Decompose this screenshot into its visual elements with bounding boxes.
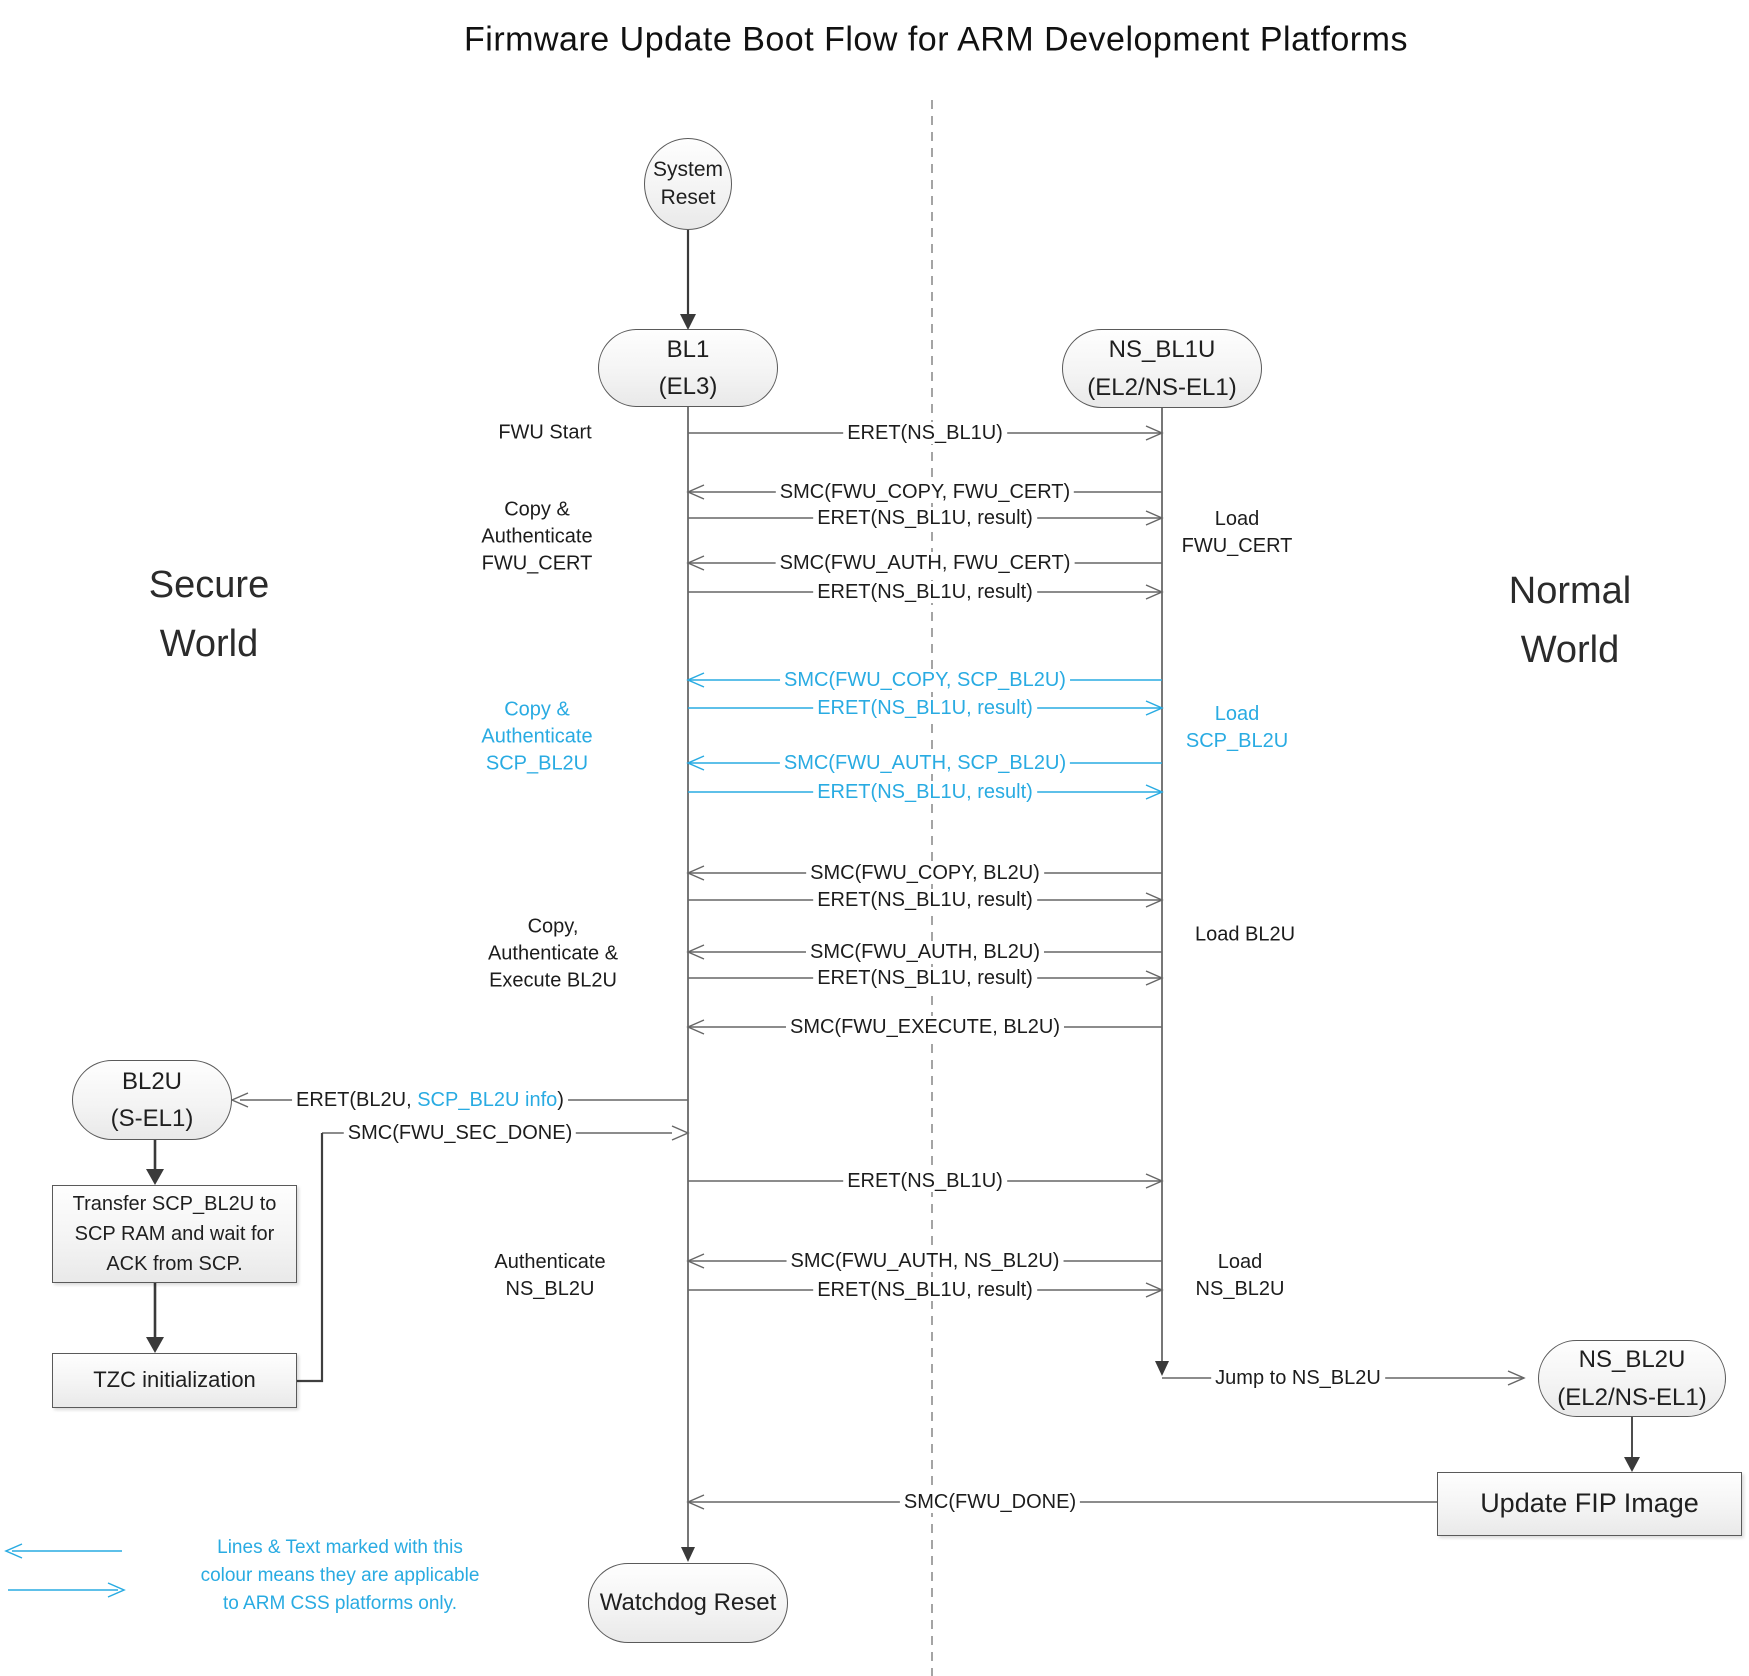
node-ns-bl2u-label: NS_BL2U (EL2/NS-EL1) bbox=[1557, 1346, 1707, 1411]
node-update-fip-image: Update FIP Image bbox=[1437, 1472, 1742, 1536]
note-authenticate-ns-bl2u: Authenticate NS_BL2U bbox=[494, 1251, 606, 1300]
message-eret-result-5: ERET(NS_BL1U, result) bbox=[813, 889, 1037, 911]
legend-css-platforms-note: Lines & Text marked with this colour mea… bbox=[200, 1537, 480, 1614]
message-smc-fwu-auth-scp-bl2u: SMC(FWU_AUTH, SCP_BL2U) bbox=[779, 752, 1071, 774]
node-bl1-label: BL1 (EL3) bbox=[658, 335, 718, 400]
message-jump-to-ns-bl2u: Jump to NS_BL2U bbox=[1211, 1367, 1385, 1389]
message-smc-fwu-execute-bl2u: SMC(FWU_EXECUTE, BL2U) bbox=[785, 1016, 1065, 1038]
message-eret-result-2: ERET(NS_BL1U, result) bbox=[813, 581, 1037, 603]
arrowhead-to-tzc bbox=[146, 1337, 164, 1353]
message-eret-result-6: ERET(NS_BL1U, result) bbox=[813, 967, 1037, 989]
note-fwu-start: FWU Start bbox=[498, 421, 592, 444]
message-smc-fwu-auth-bl2u: SMC(FWU_AUTH, BL2U) bbox=[805, 941, 1045, 963]
node-watchdog-label: Watchdog Reset bbox=[599, 1589, 777, 1617]
connector-tzc-to-sec-done bbox=[297, 1133, 324, 1383]
message-eret-bl2u-pre: ERET(BL2U, bbox=[296, 1089, 418, 1111]
normal-world-label: Normal World bbox=[1508, 570, 1632, 671]
node-bl2u-label: BL2U (S-EL1) bbox=[110, 1067, 194, 1132]
arrowhead-to-fip bbox=[1624, 1457, 1640, 1472]
arrowhead-system-reset bbox=[680, 314, 696, 330]
arrowhead-to-transfer bbox=[146, 1169, 164, 1185]
message-smc-fwu-done: SMC(FWU_DONE) bbox=[899, 1491, 1081, 1513]
node-bl2u: BL2U (S-EL1) bbox=[72, 1060, 232, 1140]
node-system-reset-label: System Reset bbox=[652, 157, 723, 209]
secure-world-label: Secure World bbox=[148, 564, 270, 665]
arrowhead-to-watchdog bbox=[681, 1547, 695, 1562]
page-title: Firmware Update Boot Flow for ARM Develo… bbox=[464, 20, 1408, 59]
node-transfer-scp-label: Transfer SCP_BL2U to SCP RAM and wait fo… bbox=[72, 1193, 277, 1275]
message-smc-fwu-copy-bl2u: SMC(FWU_COPY, BL2U) bbox=[806, 862, 1044, 884]
message-eret-ns-bl1u-1: ERET(NS_BL1U) bbox=[843, 422, 1007, 444]
legend-blue-arrows bbox=[4, 1543, 126, 1598]
node-tzc-label: TZC initialization bbox=[93, 1367, 256, 1393]
node-tzc-initialization: TZC initialization bbox=[52, 1353, 297, 1408]
node-transfer-scp-bl2u: Transfer SCP_BL2U to SCP RAM and wait fo… bbox=[52, 1185, 297, 1283]
message-eret-result-4: ERET(NS_BL1U, result) bbox=[813, 781, 1037, 803]
message-smc-fwu-auth-ns-bl2u: SMC(FWU_AUTH, NS_BL2U) bbox=[786, 1250, 1064, 1272]
message-eret-result-7: ERET(NS_BL1U, result) bbox=[813, 1279, 1037, 1301]
message-smc-fwu-sec-done: SMC(FWU_SEC_DONE) bbox=[343, 1122, 577, 1144]
node-watchdog-reset: Watchdog Reset bbox=[588, 1563, 788, 1643]
node-update-fip-label: Update FIP Image bbox=[1480, 1488, 1699, 1519]
message-eret-bl2u-post: ) bbox=[557, 1089, 564, 1111]
note-copy-auth-fwu-cert: Copy & Authenticate FWU_CERT bbox=[481, 498, 593, 575]
message-eret-result-3: ERET(NS_BL1U, result) bbox=[813, 697, 1037, 719]
note-copy-auth-scp-bl2u: Copy & Authenticate SCP_BL2U bbox=[481, 698, 593, 775]
note-copy-auth-execute-bl2u: Copy, Authenticate & Execute BL2U bbox=[487, 915, 619, 992]
node-system-reset: System Reset bbox=[644, 138, 732, 230]
note-load-ns-bl2u: Load NS_BL2U bbox=[1195, 1251, 1285, 1300]
message-eret-bl2u-scp-info: ERET(BL2U, SCP_BL2U info) bbox=[292, 1089, 568, 1111]
note-load-fwu-cert: Load FWU_CERT bbox=[1181, 508, 1293, 557]
message-eret-ns-bl1u-2: ERET(NS_BL1U) bbox=[843, 1170, 1007, 1192]
node-ns-bl2u: NS_BL2U (EL2/NS-EL1) bbox=[1538, 1340, 1726, 1417]
node-ns-bl1u-label: NS_BL1U (EL2/NS-EL1) bbox=[1087, 336, 1237, 401]
note-load-bl2u: Load BL2U bbox=[1194, 923, 1296, 946]
node-ns-bl1u: NS_BL1U (EL2/NS-EL1) bbox=[1062, 329, 1262, 408]
message-eret-bl2u-highlight: SCP_BL2U info bbox=[417, 1089, 558, 1111]
message-smc-fwu-copy-scp-bl2u: SMC(FWU_COPY, SCP_BL2U) bbox=[780, 669, 1070, 691]
message-smc-fwu-auth-fwu-cert: SMC(FWU_AUTH, FWU_CERT) bbox=[775, 552, 1075, 574]
arrowhead-ns-bl1u-end bbox=[1155, 1361, 1169, 1376]
note-load-scp-bl2u: Load SCP_BL2U bbox=[1185, 703, 1289, 752]
message-eret-result-1: ERET(NS_BL1U, result) bbox=[813, 507, 1037, 529]
message-smc-fwu-copy-fwu-cert: SMC(FWU_COPY, FWU_CERT) bbox=[775, 481, 1075, 503]
node-bl1: BL1 (EL3) bbox=[598, 329, 778, 407]
